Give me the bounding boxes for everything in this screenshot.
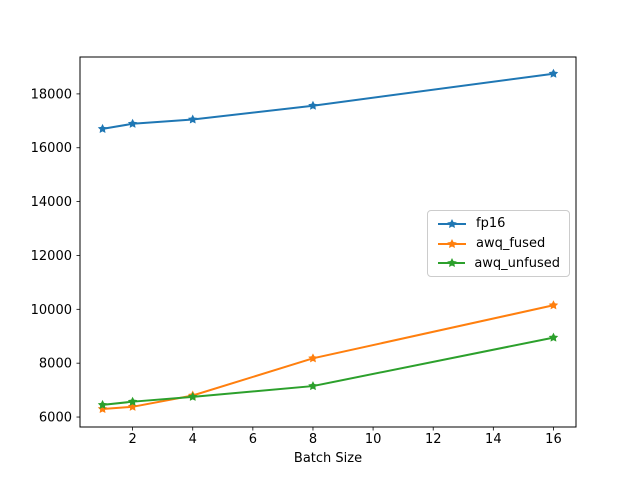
x-tick-label: 2 xyxy=(128,432,136,447)
fp16-marker xyxy=(127,118,138,128)
plot-spines xyxy=(79,56,577,428)
x-tick-label: 4 xyxy=(189,432,197,447)
fp16-marker xyxy=(308,100,318,110)
legend-item-fp16: fp16 xyxy=(437,215,560,233)
legend: fp16 awq_fused awq_unfused xyxy=(427,210,570,277)
y-tick-label: 18000 xyxy=(31,87,72,102)
x-tick-label: 16 xyxy=(545,432,562,447)
awq-unfused-line-sample-icon xyxy=(438,258,466,268)
legend-label-fp16: fp16 xyxy=(476,216,506,232)
awq_fused-marker xyxy=(308,353,318,363)
y-tick-label: 8000 xyxy=(39,357,72,372)
y-tick-label: 12000 xyxy=(31,249,72,264)
x-tick-label: 10 xyxy=(365,432,382,447)
axis-ticks: 2 4 6 8 10 12 14 16 6000 8000 10000 12000 14000 16000… xyxy=(31,87,562,447)
fp16-line-sample-icon xyxy=(438,218,466,228)
awq_unfused-series xyxy=(97,332,559,409)
awq_unfused-marker xyxy=(308,381,318,391)
y-tick-label: 14000 xyxy=(31,195,72,210)
x-tick-label: 8 xyxy=(309,432,317,447)
awq_fused-marker xyxy=(97,403,108,413)
awq_unfused-marker xyxy=(548,332,559,342)
awq_fused-marker xyxy=(548,300,559,310)
x-axis-label: Batch Size xyxy=(293,451,363,466)
y-tick-label: 6000 xyxy=(39,411,72,426)
fp16-marker xyxy=(187,114,198,124)
legend-item-awq-fused: awq_fused xyxy=(437,235,560,253)
legend-item-awq-unfused: awq_unfused xyxy=(437,254,560,272)
awq_unfused-marker xyxy=(127,396,138,406)
fp16-marker xyxy=(548,68,559,78)
fp16-marker xyxy=(97,123,108,133)
awq_unfused-marker xyxy=(97,399,108,409)
x-tick-label: 14 xyxy=(485,432,502,447)
awq_unfused-marker xyxy=(187,391,198,401)
legend-label-awq-fused: awq_fused xyxy=(476,236,546,251)
awq-fused-line-sample-icon xyxy=(438,238,466,248)
y-tick-label: 16000 xyxy=(31,141,72,156)
x-tick-label: 12 xyxy=(425,432,442,447)
legend-label-awq-unfused: awq_unfused xyxy=(474,255,560,271)
fp16-series xyxy=(97,68,559,133)
y-tick-label: 10000 xyxy=(31,303,72,318)
x-tick-label: 6 xyxy=(249,432,257,447)
awq_fused-marker xyxy=(127,401,138,411)
